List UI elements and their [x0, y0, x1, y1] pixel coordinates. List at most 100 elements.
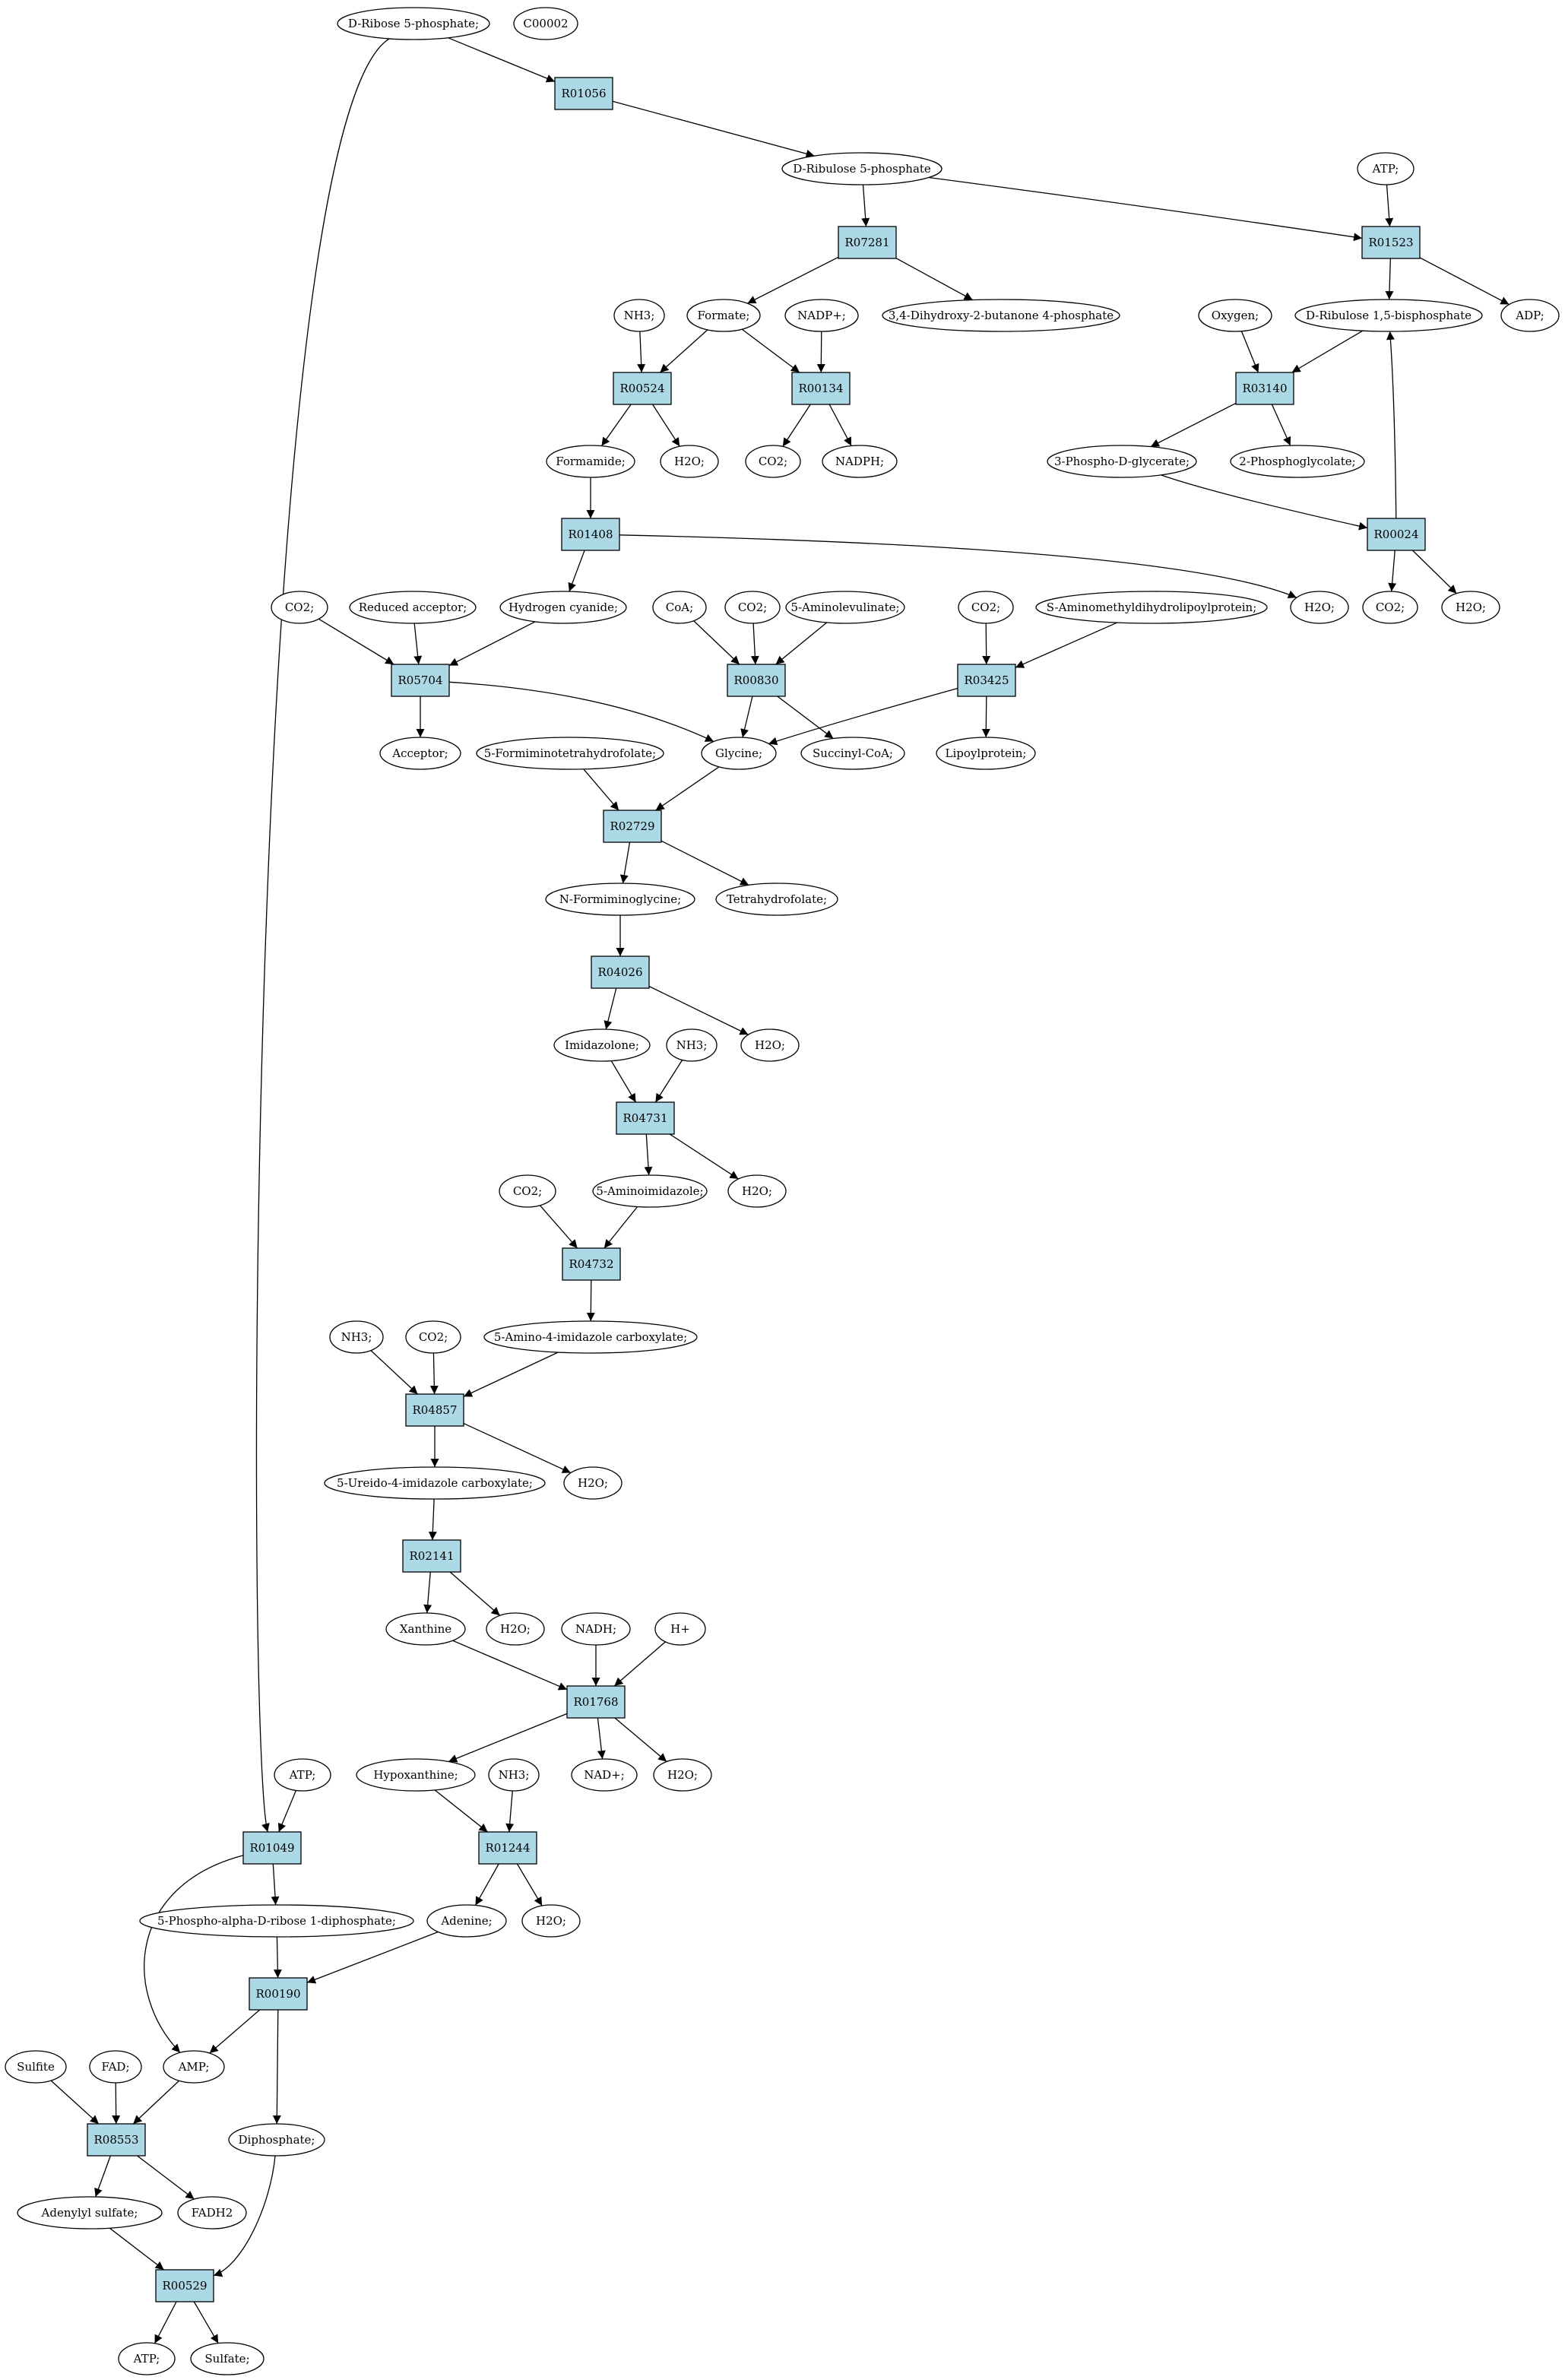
- reaction-node-r01408[interactable]: R01408: [561, 518, 620, 551]
- reaction-node-r00190[interactable]: R00190: [249, 1977, 308, 2011]
- compound-node-n-acceptor[interactable]: Acceptor;: [379, 737, 461, 770]
- node-label: NH3;: [499, 1768, 530, 1782]
- compound-node-n-fadh2[interactable]: FADH2: [177, 2196, 247, 2229]
- compound-ellipse: [177, 2196, 247, 2229]
- compound-node-n-nh3c[interactable]: NH3;: [329, 1320, 384, 1354]
- compound-node-n-prpp[interactable]: 5-Phospho-alpha-D-ribose 1-diphosphate;: [139, 1904, 414, 1938]
- compound-node-n-h2oi[interactable]: H2O;: [521, 1904, 581, 1938]
- compound-node-n-hplus[interactable]: H+: [654, 1612, 706, 1646]
- reaction-node-r00524[interactable]: R00524: [613, 372, 672, 405]
- compound-node-n-nfgly[interactable]: N-Formiminoglycine;: [545, 883, 695, 916]
- compound-node-n-co2c[interactable]: CO2;: [724, 591, 781, 624]
- compound-node-n-ala[interactable]: 5-Aminolevulinate;: [785, 591, 905, 624]
- compound-node-n-h2og[interactable]: H2O;: [486, 1612, 545, 1646]
- reaction-node-r00830[interactable]: R00830: [727, 664, 786, 697]
- compound-node-n-h2oa[interactable]: H2O;: [660, 445, 719, 478]
- compound-node-n-adenine[interactable]: Adenine;: [426, 1904, 507, 1938]
- reaction-node-r01768[interactable]: R01768: [566, 1685, 626, 1719]
- node-label: ATP;: [1372, 162, 1399, 176]
- reaction-box: [1361, 226, 1421, 259]
- reaction-node-r04731[interactable]: R04731: [616, 1101, 675, 1135]
- node-label: R01523: [1368, 236, 1413, 249]
- compound-node-n-sulfate[interactable]: Sulfate;: [190, 2342, 265, 2375]
- compound-node-n-formamide[interactable]: Formamide;: [546, 445, 635, 478]
- compound-node-n-hcn[interactable]: Hydrogen cyanide;: [499, 591, 627, 624]
- reaction-node-r07281[interactable]: R07281: [838, 226, 897, 259]
- compound-node-n-atp2[interactable]: ATP;: [274, 1758, 331, 1792]
- compound-node-n-h2od[interactable]: H2O;: [740, 1028, 800, 1062]
- reaction-node-r04026[interactable]: R04026: [591, 955, 650, 989]
- reaction-node-r00024[interactable]: R00024: [1367, 518, 1426, 551]
- reaction-node-r02141[interactable]: R02141: [402, 1539, 461, 1573]
- compound-node-n-formate[interactable]: Formate;: [686, 299, 761, 332]
- compound-node-n-co2b[interactable]: CO2;: [271, 591, 328, 624]
- compound-node-n-dhbp[interactable]: 3,4-Dihydroxy-2-butanone 4-phosphate: [882, 299, 1120, 332]
- compound-node-n-redacc[interactable]: Reduced acceptor;: [349, 591, 477, 624]
- compound-node-n-succoa[interactable]: Succinyl-CoA;: [800, 737, 905, 770]
- reaction-node-r02729[interactable]: R02729: [603, 810, 662, 843]
- compound-node-n-thf[interactable]: Tetrahydrofolate;: [715, 883, 838, 916]
- compound-node-n-5ai[interactable]: 5-Aminoimidazole;: [592, 1174, 708, 1208]
- compound-node-n-adp[interactable]: ADP;: [1500, 299, 1560, 332]
- edge-n-3pg-to-r00024: [1161, 474, 1368, 531]
- compound-node-n-h2oe[interactable]: H2O;: [727, 1174, 787, 1208]
- compound-node-n-atp3[interactable]: ATP;: [118, 2342, 176, 2375]
- compound-node-n-coa[interactable]: CoA;: [652, 591, 707, 624]
- compound-node-n-nh3d[interactable]: NH3;: [488, 1758, 540, 1792]
- compound-node-n-5u4ic[interactable]: 5-Ureido-4-imidazole carboxylate;: [324, 1466, 546, 1500]
- reaction-node-r04732[interactable]: R04732: [562, 1247, 621, 1281]
- edge-r08553-to-n-adsulf: [94, 2155, 111, 2198]
- compound-node-n-adsulf[interactable]: Adenylyl sulfate;: [17, 2196, 163, 2229]
- reaction-node-r05704[interactable]: R05704: [391, 664, 450, 697]
- reaction-node-r03140[interactable]: R03140: [1235, 372, 1294, 405]
- compound-node-n-nadh[interactable]: NADH;: [561, 1612, 631, 1646]
- compound-node-n-co2f[interactable]: CO2;: [499, 1174, 556, 1208]
- compound-node-n-c00002[interactable]: C00002: [513, 7, 578, 40]
- compound-node-n-2pg[interactable]: 2-Phosphoglycolate;: [1230, 445, 1365, 478]
- compound-node-n-h2oh[interactable]: H2O;: [653, 1758, 712, 1792]
- reaction-node-r08553[interactable]: R08553: [87, 2123, 146, 2157]
- reaction-box: [616, 1101, 675, 1135]
- compound-node-n-glycine[interactable]: Glycine;: [701, 737, 777, 770]
- compound-node-n-diphos[interactable]: Diphosphate;: [228, 2123, 325, 2157]
- compound-node-n-h2oc[interactable]: H2O;: [1441, 591, 1500, 624]
- reaction-node-r03425[interactable]: R03425: [957, 664, 1016, 697]
- reaction-node-r01244[interactable]: R01244: [478, 1831, 537, 1865]
- compound-node-n-co2e[interactable]: CO2;: [1362, 591, 1418, 624]
- compound-node-n-nadp[interactable]: NADP+;: [784, 299, 859, 332]
- compound-node-n-hypox[interactable]: Hypoxanthine;: [356, 1758, 476, 1792]
- reaction-node-r01523[interactable]: R01523: [1361, 226, 1421, 259]
- node-label: R02141: [409, 1549, 454, 1563]
- reaction-node-r00134[interactable]: R00134: [791, 372, 851, 405]
- compound-node-n-sulfite[interactable]: Sulfite: [5, 2050, 67, 2084]
- node-label: R00830: [733, 673, 778, 687]
- compound-node-n-samdlp[interactable]: S-Aminomethyldihydrolipoylprotein;: [1035, 591, 1268, 624]
- compound-node-n-lipoyl[interactable]: Lipoylprotein;: [936, 737, 1036, 770]
- compound-node-n-nadplus[interactable]: NAD+;: [571, 1758, 638, 1792]
- compound-node-n-ru5p[interactable]: D-Ribulose 5-phosphate: [781, 152, 942, 185]
- reaction-node-r01056[interactable]: R01056: [554, 77, 613, 110]
- compound-node-n-oxygen[interactable]: Oxygen;: [1198, 299, 1272, 332]
- compound-node-n-h2of[interactable]: H2O;: [563, 1466, 623, 1500]
- compound-node-n-atp1[interactable]: ATP;: [1357, 152, 1415, 185]
- compound-node-n-start[interactable]: D-Ribose 5-phosphate;: [337, 7, 490, 40]
- compound-node-n-fthf[interactable]: 5-Formiminotetrahydrofolate;: [476, 737, 664, 770]
- compound-node-n-nh3b[interactable]: NH3;: [666, 1028, 718, 1062]
- compound-node-n-fad[interactable]: FAD;: [89, 2050, 142, 2084]
- compound-node-n-imid[interactable]: Imidazolone;: [553, 1028, 651, 1062]
- compound-node-n-nh3a[interactable]: NH3;: [613, 299, 665, 332]
- compound-node-n-h2ob[interactable]: H2O;: [1290, 591, 1349, 624]
- compound-node-n-nadph[interactable]: NADPH;: [822, 445, 898, 478]
- compound-node-n-3pg[interactable]: 3-Phospho-D-glycerate;: [1047, 445, 1197, 478]
- compound-node-n-rubp[interactable]: D-Ribulose 1,5-bisphosphate: [1294, 299, 1483, 332]
- reaction-node-r04857[interactable]: R04857: [405, 1393, 464, 1427]
- reaction-node-r00529[interactable]: R00529: [155, 2269, 214, 2302]
- compound-node-n-5a4ic[interactable]: 5-Amino-4-imidazole carboxylate;: [483, 1320, 698, 1354]
- compound-node-n-xanthine[interactable]: Xanthine: [385, 1612, 466, 1646]
- compound-node-n-co2d[interactable]: CO2;: [958, 591, 1014, 624]
- compound-node-n-amp[interactable]: AMP;: [163, 2050, 225, 2084]
- compound-node-n-co2a[interactable]: CO2;: [745, 445, 801, 478]
- reaction-node-r01049[interactable]: R01049: [242, 1831, 302, 1865]
- compound-node-n-co2g[interactable]: CO2;: [405, 1320, 461, 1354]
